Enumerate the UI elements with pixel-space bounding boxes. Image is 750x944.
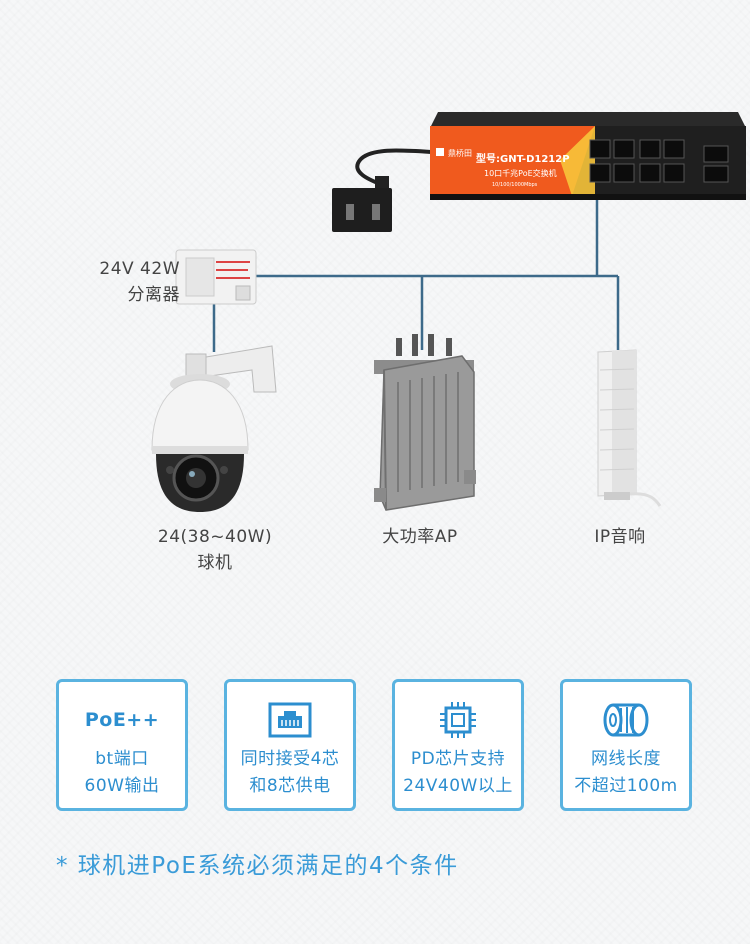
condition-card-cable-length: 网线长度 不超过100m xyxy=(560,679,692,811)
switch-brand: 鼎桥田 xyxy=(448,148,472,158)
splitter-name: 分离器 xyxy=(127,285,180,305)
condition-card-pd-chip: PD芯片支持 24V40W以上 xyxy=(392,679,524,811)
card-title: PoE++ xyxy=(84,709,160,731)
footnote: * 球机进PoE系统必须满足的4个条件 xyxy=(56,853,459,879)
card-line2: 24V40W以上 xyxy=(403,776,513,796)
power-cord xyxy=(332,148,433,232)
splitter-spec: 24V 42W xyxy=(99,259,180,279)
card-line1: 网线长度 xyxy=(591,749,661,769)
switch-ports xyxy=(589,139,729,183)
switch-model: 型号:GNT-D1212P xyxy=(476,152,570,165)
outdoor-ap xyxy=(374,334,476,511)
speaker-label: IP音响 xyxy=(594,527,646,547)
camera-label: 24(38~40W) 球机 xyxy=(130,524,300,576)
chip-icon xyxy=(395,694,521,746)
poe-text-icon: PoE++ xyxy=(59,694,185,746)
card-line2: 60W输出 xyxy=(84,776,160,796)
splitter-label: 24V 42W 分离器 xyxy=(70,256,180,308)
card-line2: 和8芯供电 xyxy=(249,776,331,796)
poe-switch: 鼎桥田 型号:GNT-D1212P 10口千兆PoE交换机 10/100/100… xyxy=(430,112,746,200)
cable-reel-icon xyxy=(563,694,689,746)
camera-name: 球机 xyxy=(197,553,233,573)
condition-card-cores: 同时接受4芯 和8芯供电 xyxy=(224,679,356,811)
rj45-port-icon xyxy=(227,694,353,746)
camera-spec: 24(38~40W) xyxy=(157,527,273,547)
switch-speed: 10/100/1000Mbps xyxy=(492,182,538,188)
switch-desc: 10口千兆PoE交换机 xyxy=(484,168,557,178)
card-line2: 不超过100m xyxy=(574,776,678,796)
dome-camera xyxy=(151,345,277,512)
poe-splitter xyxy=(175,249,257,305)
condition-card-poe: PoE++ bt端口 60W输出 xyxy=(56,679,188,811)
card-line1: PD芯片支持 xyxy=(410,749,506,769)
card-line1: 同时接受4芯 xyxy=(240,749,340,769)
network-diagram: 鼎桥田 型号:GNT-D1212P 10口千兆PoE交换机 10/100/100… xyxy=(151,112,746,512)
ap-label: 大功率AP xyxy=(382,527,458,547)
network-cables xyxy=(212,196,620,352)
card-line1: bt端口 xyxy=(95,749,149,769)
ip-column-speaker xyxy=(597,349,662,507)
